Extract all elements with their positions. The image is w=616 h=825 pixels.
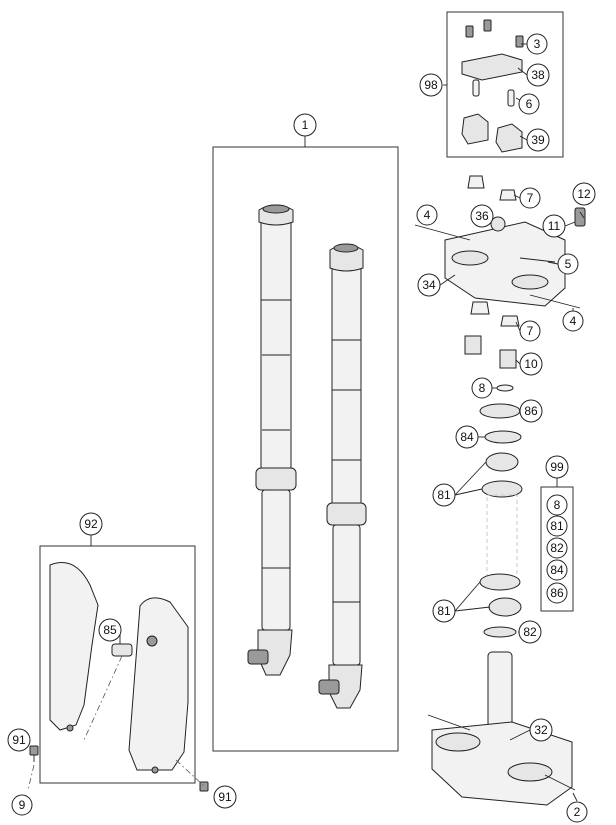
svg-text:2: 2 bbox=[574, 805, 581, 819]
svg-text:12: 12 bbox=[577, 187, 591, 201]
svg-text:98: 98 bbox=[424, 78, 438, 92]
callout-86: 86 bbox=[519, 399, 543, 423]
fork-leg-left bbox=[247, 204, 297, 676]
steering-bushings bbox=[464, 175, 586, 369]
callout-91-right: 91 bbox=[213, 785, 237, 809]
svg-text:84: 84 bbox=[550, 563, 564, 577]
callout-99: 99 bbox=[545, 455, 569, 479]
svg-text:39: 39 bbox=[531, 133, 545, 147]
svg-text:1: 1 bbox=[302, 118, 309, 132]
callout-9: 9 bbox=[11, 794, 33, 816]
svg-text:92: 92 bbox=[84, 517, 98, 531]
callout-81-lower: 81 bbox=[432, 599, 456, 623]
callout-2: 2 bbox=[566, 801, 588, 823]
callout-7-upper: 7 bbox=[519, 187, 541, 209]
callout-10: 10 bbox=[519, 352, 543, 376]
svg-text:85: 85 bbox=[103, 623, 117, 637]
fork-leg-right bbox=[318, 243, 367, 709]
callout-34: 34 bbox=[417, 273, 441, 297]
svg-text:34: 34 bbox=[422, 278, 436, 292]
fork-guard-kit-frame bbox=[39, 545, 196, 784]
svg-text:84: 84 bbox=[460, 430, 474, 444]
svg-text:4: 4 bbox=[424, 208, 431, 222]
svg-text:91: 91 bbox=[12, 733, 26, 747]
guard-clip bbox=[111, 643, 133, 657]
svg-text:11: 11 bbox=[548, 219, 561, 233]
svg-text:81: 81 bbox=[550, 519, 564, 533]
callout-36: 36 bbox=[470, 204, 494, 228]
callout-81-upper: 81 bbox=[432, 483, 456, 507]
fork-assembly-frame bbox=[212, 146, 399, 752]
svg-text:9: 9 bbox=[19, 798, 26, 812]
callout-92: 92 bbox=[79, 512, 103, 536]
svg-text:81: 81 bbox=[437, 604, 451, 618]
svg-text:8: 8 bbox=[479, 381, 486, 395]
callout-4-right: 4 bbox=[562, 310, 584, 332]
svg-text:86: 86 bbox=[524, 404, 538, 418]
svg-text:7: 7 bbox=[527, 324, 534, 338]
callout-98: 98 bbox=[419, 73, 443, 97]
svg-text:36: 36 bbox=[475, 209, 489, 223]
callout-7-lower: 7 bbox=[519, 320, 541, 342]
callout-11: 11 bbox=[542, 214, 566, 238]
handlebar-clamp-kit-frame bbox=[446, 11, 564, 158]
svg-text:3: 3 bbox=[534, 37, 541, 51]
svg-text:32: 32 bbox=[534, 723, 548, 737]
callout-12: 12 bbox=[572, 182, 596, 206]
handlebar-clamp-parts bbox=[461, 19, 524, 153]
callout-3: 3 bbox=[526, 33, 548, 55]
svg-text:7: 7 bbox=[527, 191, 534, 205]
callout-85: 85 bbox=[98, 618, 122, 642]
callout-1: 1 bbox=[293, 113, 317, 137]
svg-text:6: 6 bbox=[526, 97, 533, 111]
svg-text:81: 81 bbox=[437, 488, 451, 502]
svg-text:8: 8 bbox=[554, 498, 561, 512]
callout-39: 39 bbox=[526, 128, 550, 152]
callout-91-left: 91 bbox=[7, 728, 31, 752]
callout-32: 32 bbox=[529, 718, 553, 742]
callout-38: 38 bbox=[526, 63, 550, 87]
svg-text:86: 86 bbox=[550, 586, 564, 600]
fork-guard-right bbox=[128, 597, 189, 774]
kit-99-item-84: 84 bbox=[546, 559, 568, 581]
guard-screws bbox=[29, 745, 209, 792]
upper-triple-clamp bbox=[414, 221, 581, 309]
callout-84: 84 bbox=[455, 425, 479, 449]
callout-4-left: 4 bbox=[416, 204, 438, 226]
svg-text:91: 91 bbox=[218, 790, 232, 804]
svg-text:82: 82 bbox=[550, 541, 564, 555]
fork-guard-left bbox=[49, 562, 99, 732]
bearing-stack bbox=[479, 384, 523, 638]
kit-99-item-86: 86 bbox=[546, 582, 568, 604]
callout-6: 6 bbox=[518, 93, 540, 115]
callout-8: 8 bbox=[471, 377, 493, 399]
svg-text:4: 4 bbox=[570, 314, 577, 328]
svg-text:82: 82 bbox=[523, 625, 537, 639]
kit-99-item-81: 81 bbox=[546, 515, 568, 537]
svg-text:38: 38 bbox=[531, 68, 545, 82]
callout-5: 5 bbox=[557, 253, 579, 275]
svg-text:5: 5 bbox=[565, 257, 572, 271]
lower-triple-clamp bbox=[427, 651, 576, 806]
callout-82: 82 bbox=[518, 620, 542, 644]
svg-text:99: 99 bbox=[550, 460, 564, 474]
kit-99-item-8: 8 bbox=[546, 494, 568, 516]
kit-99-item-82: 82 bbox=[546, 537, 568, 559]
svg-text:10: 10 bbox=[524, 357, 538, 371]
